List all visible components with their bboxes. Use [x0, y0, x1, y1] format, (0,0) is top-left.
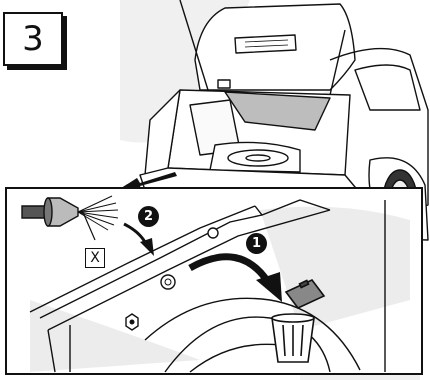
step-number-box: 3 [3, 12, 63, 66]
detail-inset [6, 188, 422, 374]
nut-fixing [126, 314, 138, 330]
step-number: 3 [5, 14, 61, 64]
part-label-x: X [85, 248, 105, 268]
callout-insert: 2 [138, 206, 159, 227]
trim-clip [161, 275, 175, 289]
callout-remove: 1 [246, 233, 267, 254]
